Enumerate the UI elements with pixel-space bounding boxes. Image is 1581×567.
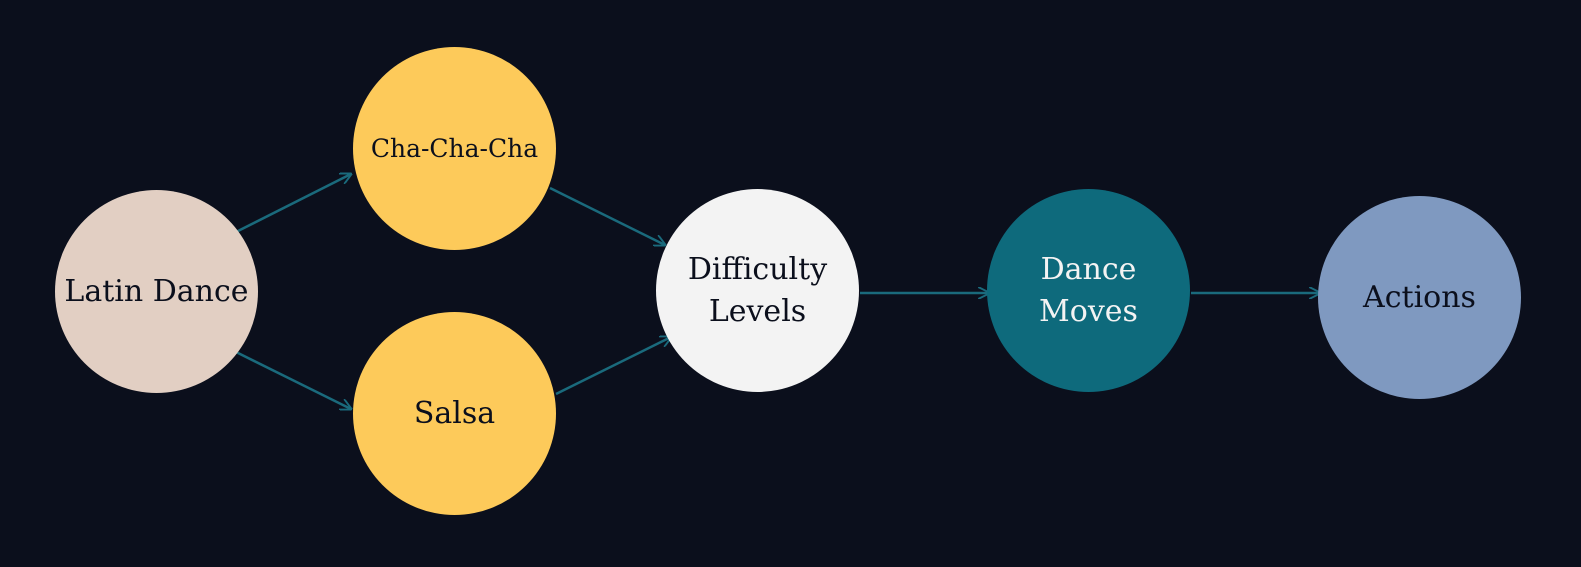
node-latin-dance: Latin Dance bbox=[55, 190, 258, 393]
node-salsa-label: Salsa bbox=[413, 395, 496, 431]
node-difficulty-levels-label: Difficulty Levels bbox=[687, 251, 828, 329]
edge-cha-to-diff bbox=[549, 186, 665, 245]
edge-salsa-to-diff bbox=[555, 337, 671, 396]
node-cha-cha-cha-label: Cha-Cha-Cha bbox=[370, 134, 539, 163]
edge-latin-to-salsa bbox=[235, 350, 351, 409]
node-dance-moves: Dance Moves bbox=[987, 189, 1190, 392]
edge-latin-to-cha bbox=[235, 174, 351, 234]
node-difficulty-levels: Difficulty Levels bbox=[656, 189, 859, 392]
node-cha-cha-cha: Cha-Cha-Cha bbox=[353, 47, 556, 250]
node-latin-dance-label: Latin Dance bbox=[64, 273, 249, 309]
node-dance-moves-label: Dance Moves bbox=[1039, 251, 1138, 329]
node-actions-label: Actions bbox=[1363, 279, 1476, 315]
node-actions: Actions bbox=[1318, 196, 1521, 399]
node-salsa: Salsa bbox=[353, 312, 556, 515]
